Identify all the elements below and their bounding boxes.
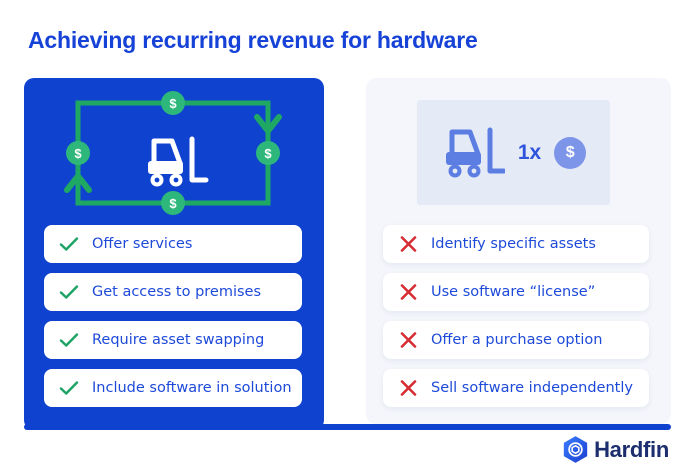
list-item: Get access to premises bbox=[44, 273, 302, 311]
list-item: Offer a purchase option bbox=[383, 321, 649, 359]
recurring-model-panel: $ $ $ $ bbox=[24, 78, 324, 430]
list-item: Use software “license” bbox=[383, 273, 649, 311]
x-icon bbox=[397, 284, 419, 300]
arrow-down-icon bbox=[254, 114, 282, 134]
list-item: Sell software independently bbox=[383, 369, 649, 407]
list-item-label: Require asset swapping bbox=[92, 332, 265, 348]
one-time-multiplier-label: 1x bbox=[517, 140, 542, 164]
list-item-label: Offer services bbox=[92, 236, 193, 252]
one-time-sale-panel: 1x $ Identify specific assets Use softwa… bbox=[366, 78, 671, 424]
brand-name: Hardfin bbox=[594, 436, 669, 462]
svg-text:$: $ bbox=[169, 196, 177, 211]
check-icon bbox=[58, 284, 80, 300]
check-icon bbox=[58, 236, 80, 252]
check-icon bbox=[58, 380, 80, 396]
forklift-icon bbox=[148, 136, 209, 187]
list-item: Require asset swapping bbox=[44, 321, 302, 359]
dollar-circle-icon: $ bbox=[256, 141, 280, 165]
svg-text:$: $ bbox=[264, 146, 272, 161]
x-icon bbox=[397, 332, 419, 348]
list-item: Offer services bbox=[44, 225, 302, 263]
dollar-coin-icon: $ bbox=[554, 136, 587, 169]
svg-text:$: $ bbox=[74, 146, 82, 161]
cycle-loop-path bbox=[75, 100, 271, 206]
forklift-icon bbox=[445, 127, 505, 177]
dollar-circle-icon: $ bbox=[161, 191, 185, 215]
arrow-up-icon bbox=[64, 173, 92, 193]
list-item-label: Identify specific assets bbox=[431, 236, 596, 252]
hardfin-logo: Hardfin bbox=[563, 436, 669, 463]
list-item-label: Sell software independently bbox=[431, 380, 633, 396]
list-item-label: Get access to premises bbox=[92, 284, 262, 300]
one-time-asset-illustration: 1x $ bbox=[417, 100, 610, 205]
dollar-circle-icon: $ bbox=[161, 91, 185, 115]
list-item-label: Include software in solution bbox=[92, 380, 292, 396]
dollar-coin-symbol: $ bbox=[565, 143, 575, 161]
list-item: Include software in solution bbox=[44, 369, 302, 407]
list-item-label: Use software “license” bbox=[431, 284, 596, 300]
list-item-label: Offer a purchase option bbox=[431, 332, 603, 348]
page-title: Achieving recurring revenue for hardware bbox=[28, 27, 478, 53]
x-icon bbox=[397, 236, 419, 252]
x-icon bbox=[397, 380, 419, 396]
list-item: Identify specific assets bbox=[383, 225, 649, 263]
dollar-circle-icon: $ bbox=[66, 141, 90, 165]
check-icon bbox=[58, 332, 80, 348]
svg-text:$: $ bbox=[169, 96, 177, 111]
bottom-accent-bar bbox=[24, 424, 671, 430]
hardfin-hexagon-icon bbox=[563, 436, 588, 463]
recurring-cycle-diagram: $ $ $ $ bbox=[64, 91, 282, 215]
